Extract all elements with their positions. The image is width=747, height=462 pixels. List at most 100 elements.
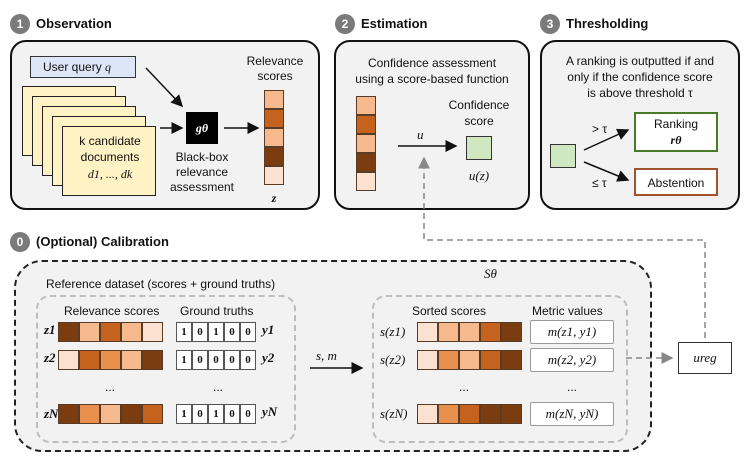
score-cell (58, 350, 79, 370)
score-cell (356, 134, 376, 153)
step-number-badge: 3 (540, 14, 560, 34)
step-number-badge: 2 (335, 14, 355, 34)
score-cell (356, 96, 376, 115)
score-cell (417, 322, 438, 342)
model-box: gθ (186, 112, 218, 144)
metric-value-box: m(z1, y1) (530, 320, 614, 344)
y-row-label: y2 (262, 350, 275, 365)
ground-truth-bit: 1 (176, 350, 192, 370)
sorted-row-label: s(zN) (380, 406, 408, 421)
score-cell (264, 109, 284, 128)
ureg-feedback-arrow (418, 156, 706, 338)
ranking-label: Ranking (653, 117, 699, 131)
estimation-title: Estimation (361, 16, 428, 31)
score-cell (501, 350, 522, 370)
ureg-label: ureg (693, 350, 717, 365)
score-cell (100, 322, 121, 342)
step-number-badge: 0 (10, 232, 30, 252)
score-cell (417, 404, 438, 424)
confidence-score-box (466, 136, 492, 160)
score-cell (121, 350, 142, 370)
score-cell (417, 350, 438, 370)
model-label: gθ (195, 121, 209, 135)
user-query-box: User query q (30, 56, 136, 78)
score-cell (501, 322, 522, 342)
calibration-title: (Optional) Calibration (36, 234, 169, 249)
score-cell (264, 128, 284, 147)
score-cell (459, 350, 480, 370)
threshold-desc: is above threshold τ (587, 86, 693, 100)
thresholding-title: Thresholding (566, 16, 649, 31)
score-cell (264, 166, 284, 185)
relevance-scores-header: Relevance scores (64, 304, 160, 318)
less-equal-tau: ≤ τ (592, 176, 607, 190)
score-cell (142, 350, 163, 370)
query-variable: q (105, 60, 112, 74)
ranking-branch-arrow (583, 128, 630, 151)
sm-label: s, m (316, 348, 337, 363)
z-row-label: z1 (44, 322, 56, 337)
z-label: z (271, 191, 277, 205)
ground-truth-bit: 0 (224, 350, 240, 370)
ground-truth-bit: 0 (192, 322, 208, 342)
score-cell (58, 404, 79, 424)
score-cell (79, 322, 100, 342)
y-row-label: y1 (262, 322, 275, 337)
ellipsis: ... (566, 380, 577, 394)
score-cell (100, 350, 121, 370)
score-cell (264, 90, 284, 109)
score-cell (58, 322, 79, 342)
sorted-row-label: s(z2) (380, 352, 406, 367)
blackbox-label: Black-box (175, 150, 229, 164)
ellipsis: ... (212, 380, 223, 394)
score-cell (438, 350, 459, 370)
ellipsis: ... (458, 380, 469, 394)
doc-line: documents (80, 150, 140, 164)
score-cell (480, 322, 501, 342)
estimation-desc: using a score-based function (355, 72, 509, 86)
step-number-badge: 1 (10, 14, 30, 34)
ground-truth-bit: 1 (208, 404, 224, 424)
z-row-label: z2 (44, 350, 56, 365)
score-cell (356, 115, 376, 134)
confidence-score-box (550, 144, 576, 168)
score-cell (438, 322, 459, 342)
abstention-branch-arrow (583, 161, 630, 182)
score-cell (121, 322, 142, 342)
score-cell (142, 404, 163, 424)
ureg-box: ureg (678, 342, 732, 374)
score-cell (459, 322, 480, 342)
query-to-model-arrow (145, 67, 184, 108)
ground-truth-bit: 0 (240, 322, 256, 342)
ground-truth-bit: 0 (240, 404, 256, 424)
metric-values-header: Metric values (532, 304, 603, 318)
metric-value-box: m(zN, yN) (530, 402, 614, 426)
blackbox-label: relevance (175, 165, 229, 179)
abstention-box: Abstention (634, 168, 718, 196)
threshold-desc: A ranking is outputted if and (565, 54, 715, 68)
ground-truth-bit: 1 (176, 322, 192, 342)
confidence-title: score (464, 114, 494, 128)
score-cell (100, 404, 121, 424)
user-query-label: User query (43, 60, 102, 74)
score-cell (79, 404, 100, 424)
relevance-scores-title: scores (257, 69, 293, 83)
ground-truth-bit: 0 (224, 404, 240, 424)
ground-truth-bit: 0 (224, 322, 240, 342)
score-cell (121, 404, 142, 424)
ground-truth-bit: 0 (192, 404, 208, 424)
ground-truths-header: Ground truths (180, 304, 254, 318)
ranking-box: Ranking rθ (634, 112, 718, 152)
score-cell (356, 172, 376, 191)
score-cell (79, 350, 100, 370)
relevance-scores-title: Relevance (246, 54, 304, 68)
ground-truth-bit: 0 (240, 350, 256, 370)
score-cell (142, 322, 163, 342)
uz-label: u(z) (468, 168, 490, 183)
metric-value-box: m(z2, y2) (530, 348, 614, 372)
estimation-desc: Confidence assessment (367, 56, 497, 70)
s-theta-label: Sθ (484, 266, 497, 281)
score-cell (438, 404, 459, 424)
ground-truth-bit: 0 (208, 350, 224, 370)
